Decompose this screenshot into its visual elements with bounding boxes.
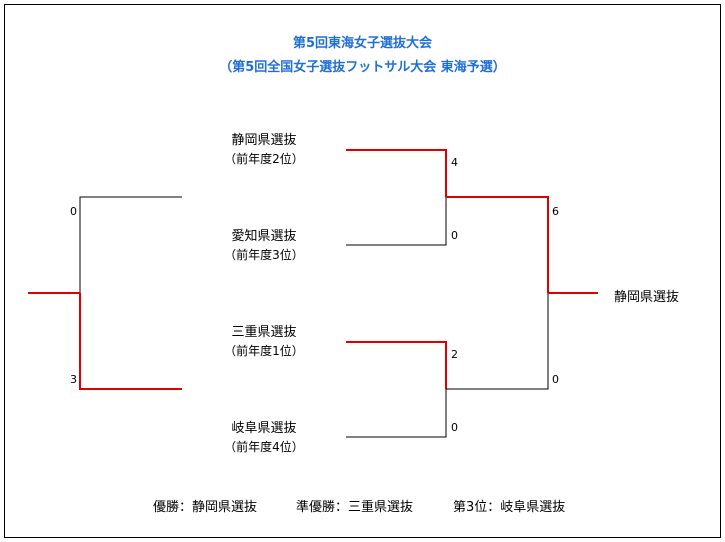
line-aichi-semi — [346, 197, 447, 246]
line-final-bottom — [446, 293, 549, 390]
team-name: 静岡県選抜 — [231, 133, 297, 148]
result-third: 第3位：岐阜県選抜 — [453, 500, 566, 515]
line-third-bottom — [79, 293, 182, 390]
score-third-top: 0 — [70, 205, 77, 218]
score-final-bottom: 0 — [552, 373, 559, 386]
line-shizuoka-semi — [346, 149, 447, 197]
line-third-top — [79, 196, 182, 293]
line-final-top — [446, 196, 549, 293]
team-note: （前年度1位） — [224, 344, 304, 358]
team-name: 岐阜県選抜 — [231, 421, 297, 436]
team-gifu: 岐阜県選抜 （前年度4位） — [199, 419, 329, 457]
line-gifu-semi — [346, 389, 447, 438]
score-semi1-top: 4 — [451, 156, 458, 169]
champion-label: 静岡県選抜 — [614, 290, 680, 305]
page-title: 第5回東海女子選抜大会 — [292, 36, 433, 51]
team-aichi: 愛知県選抜 （前年度3位） — [199, 227, 329, 265]
team-name: 愛知県選抜 — [231, 229, 297, 244]
score-final-top: 6 — [552, 205, 559, 218]
team-note: （前年度3位） — [224, 248, 304, 262]
team-shizuoka: 静岡県選抜 （前年度2位） — [199, 131, 329, 169]
page-subtitle: （第5回全国女子選抜フットサル大会 東海予選） — [219, 60, 506, 75]
score-third-bottom: 3 — [70, 373, 77, 386]
score-semi1-bottom: 0 — [451, 229, 458, 242]
score-semi2-bottom: 0 — [451, 421, 458, 434]
result-second: 準優勝：三重県選抜 — [296, 500, 414, 515]
team-note: （前年度2位） — [224, 152, 304, 166]
team-mie: 三重県選抜 （前年度1位） — [199, 323, 329, 361]
result-first: 優勝：静岡県選抜 — [153, 500, 258, 515]
team-name: 三重県選抜 — [231, 325, 297, 340]
line-mie-semi — [346, 341, 447, 389]
score-semi2-top: 2 — [451, 348, 458, 361]
bracket-frame — [4, 4, 721, 538]
team-note: （前年度4位） — [224, 440, 304, 454]
